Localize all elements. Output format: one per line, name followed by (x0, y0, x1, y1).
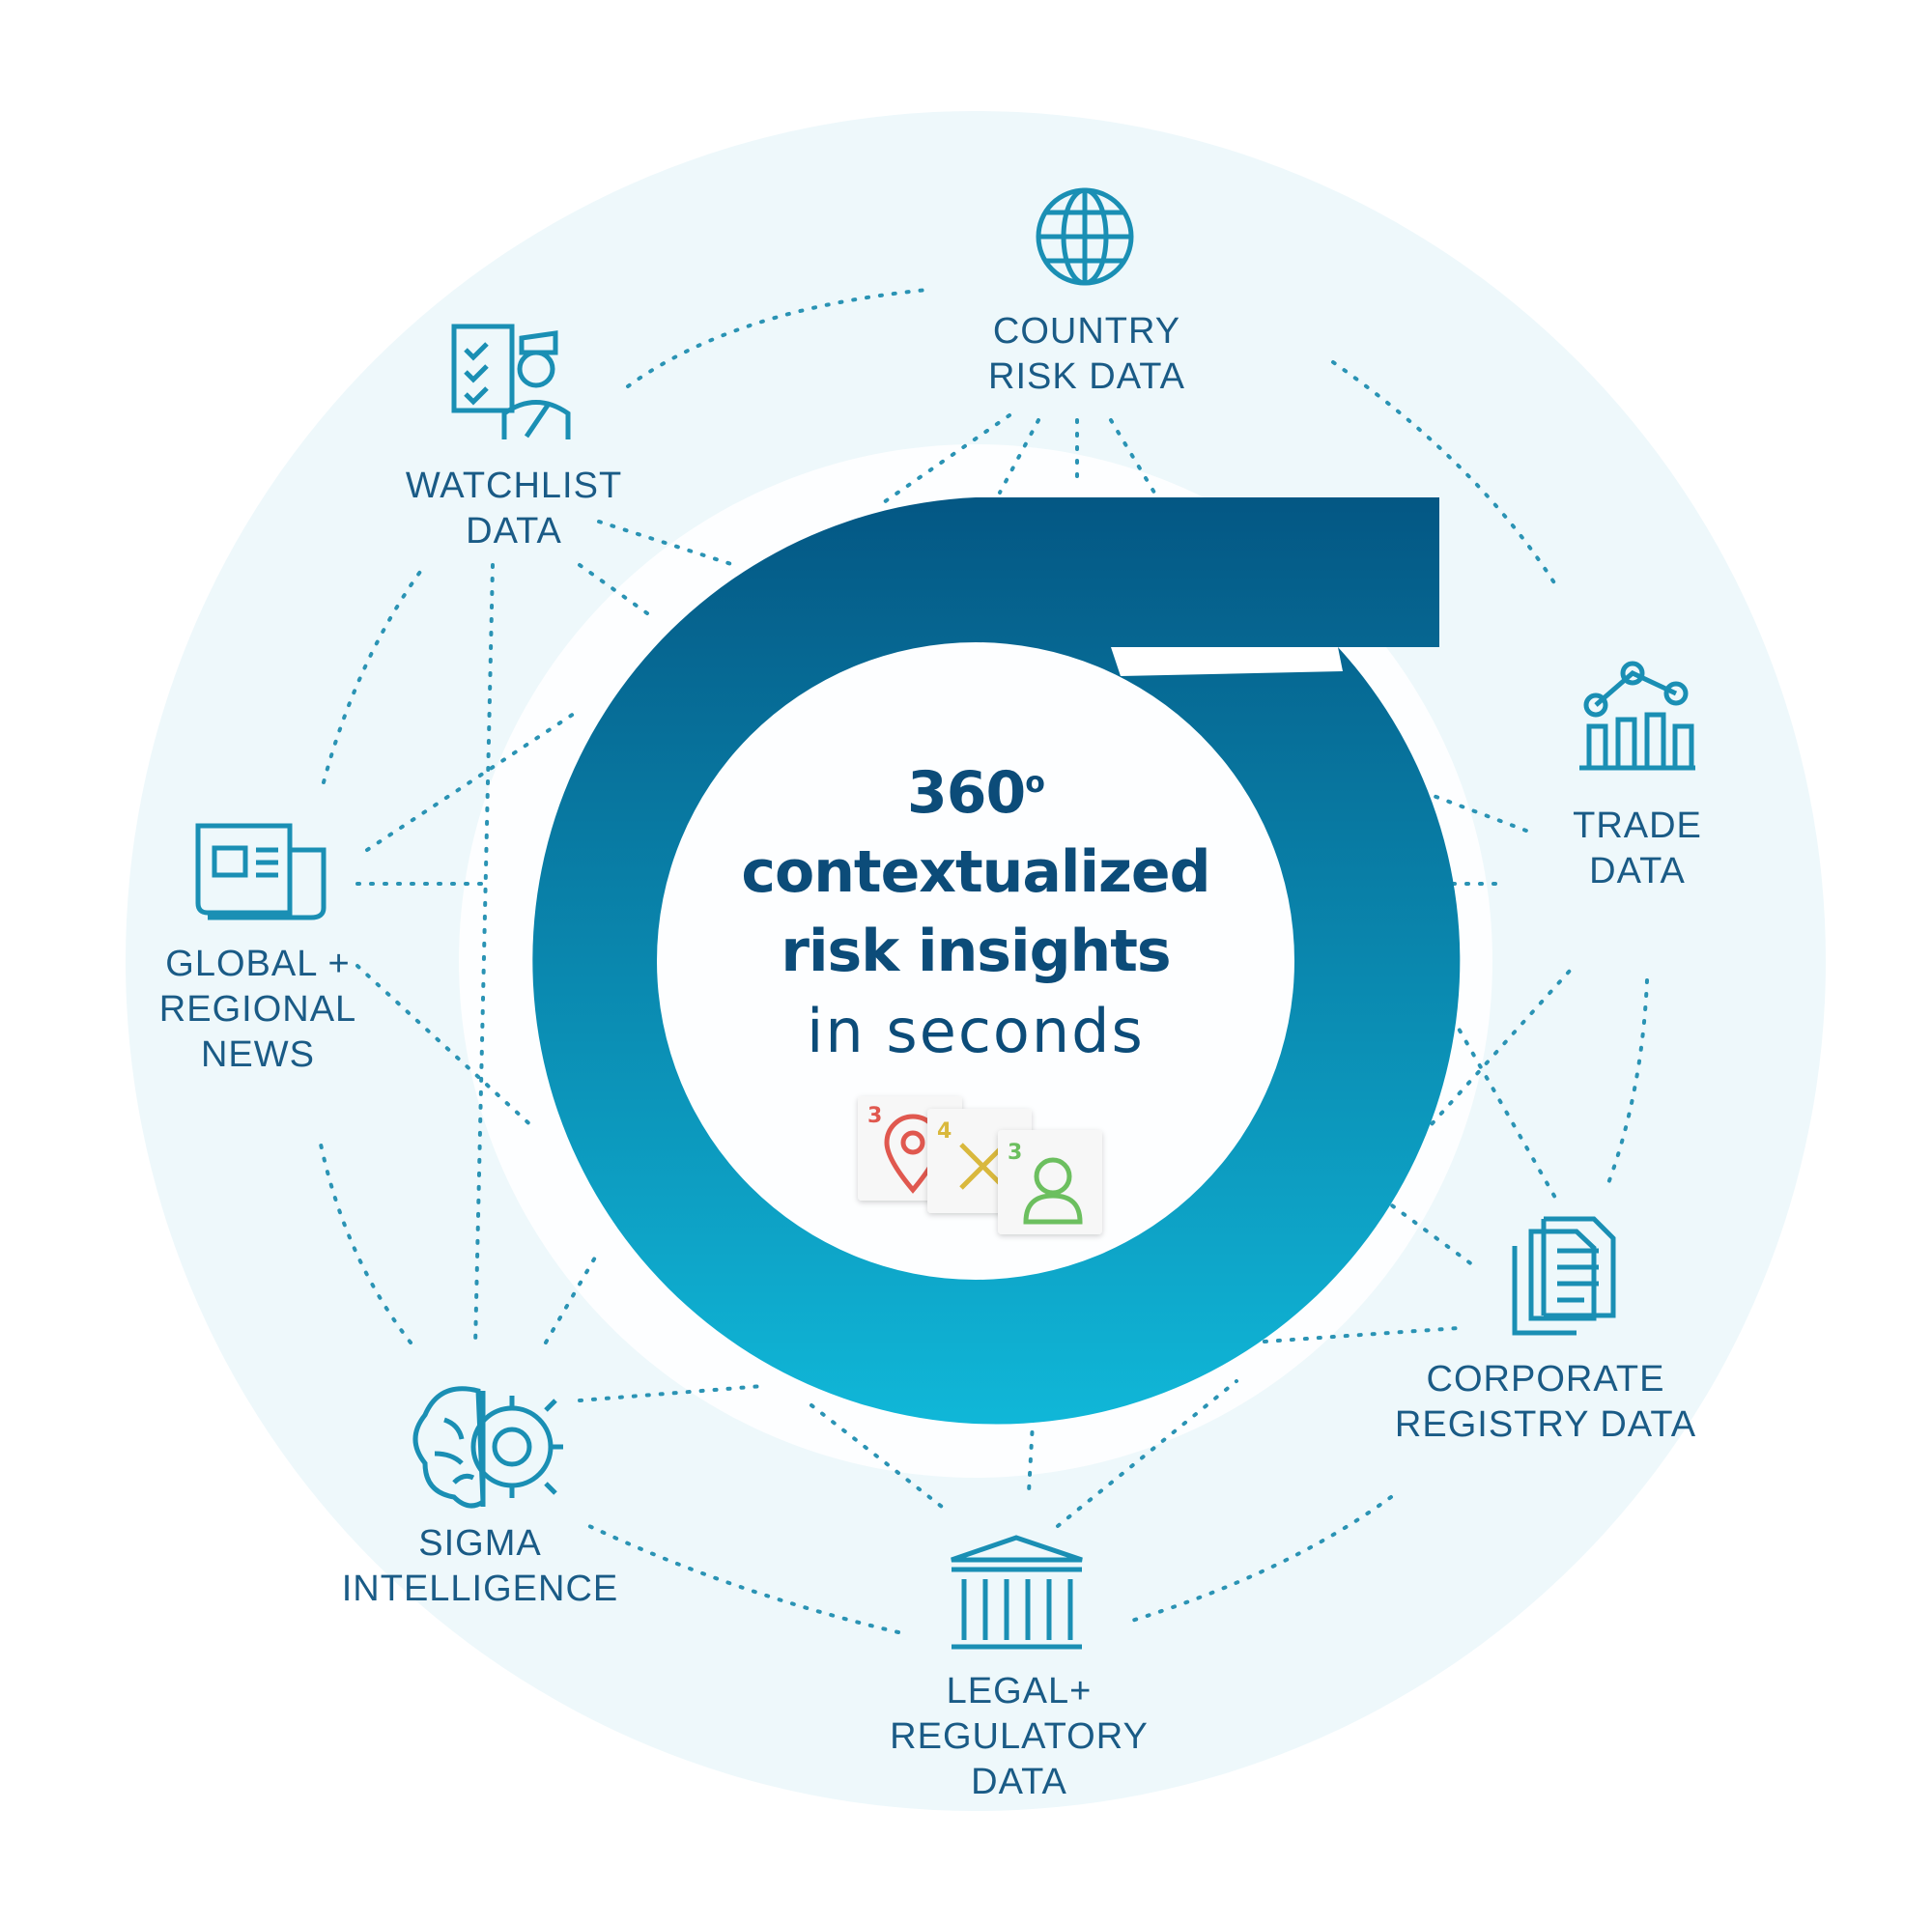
connector-line (1606, 978, 1649, 1185)
headline-line-1: 360o (907, 759, 1045, 827)
documents-icon (1512, 1216, 1616, 1336)
headline-line-2: contextualized (741, 838, 1210, 906)
sigma-ring (532, 497, 1461, 1425)
connector-line (626, 288, 929, 388)
x-icon (959, 1143, 1007, 1190)
checklist-officer-icon (451, 324, 571, 439)
connector-line (578, 563, 649, 615)
bar-chart-icon (1579, 661, 1695, 771)
brain-gear-icon (412, 1386, 563, 1509)
connector-line (1123, 1495, 1393, 1625)
courthouse-icon (951, 1535, 1083, 1650)
connector-line (587, 1524, 900, 1634)
connector-line (1379, 1196, 1475, 1267)
headline-line-3: risk insights (781, 918, 1171, 985)
headline: 360o contextualized risk insights in sec… (741, 753, 1210, 1072)
connector-line (317, 1133, 412, 1344)
badge-count: 3 (867, 1104, 882, 1128)
connector-line (544, 1249, 601, 1344)
badge-person: 3 (998, 1130, 1102, 1234)
connector-line (998, 418, 1040, 495)
risk-badges: 3 4 3 (858, 1096, 1102, 1234)
connector-line (1109, 418, 1156, 495)
badge-count: 3 (1008, 1141, 1022, 1165)
headline-line-4: in seconds (807, 996, 1145, 1066)
connector-line (882, 413, 1011, 504)
connector-line (597, 520, 736, 567)
sigma-notch (1111, 647, 1343, 676)
connector-line (1056, 1379, 1238, 1528)
sigma-ring-body (532, 497, 1461, 1425)
person-icon (1034, 1157, 1072, 1196)
connector-line (365, 708, 582, 852)
connector-line (355, 964, 538, 1132)
connector-line (322, 563, 427, 784)
newspaper-icon (195, 823, 327, 920)
connector-line (810, 1403, 944, 1509)
connector-line (473, 563, 495, 1349)
degree-symbol: o (1025, 766, 1045, 800)
globe-icon (1036, 187, 1134, 286)
badge-count: 4 (937, 1119, 952, 1144)
connector-line (578, 1384, 765, 1402)
connector-line (1437, 993, 1557, 1200)
